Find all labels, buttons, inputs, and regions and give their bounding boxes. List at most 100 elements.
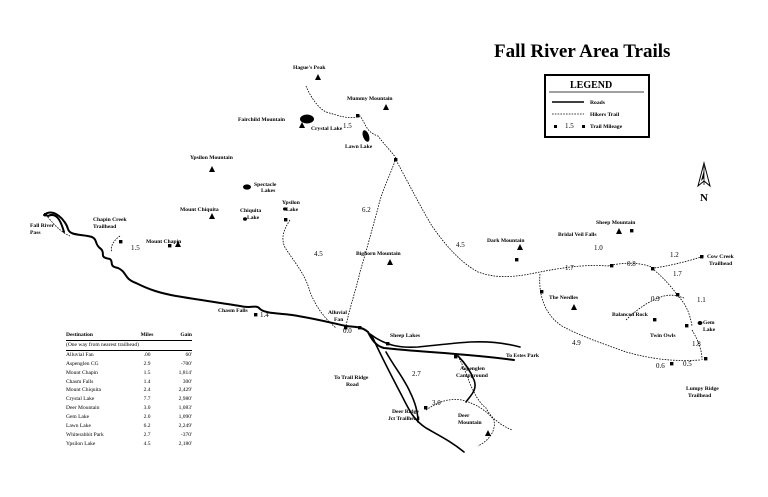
table-row: Mount Chiquita 2.4 2,429' [66, 386, 192, 395]
label-the-needles: The Needles [549, 295, 579, 301]
mileage-lumpy-b: 1.8 [692, 340, 701, 348]
label-ypsilon-mountain: Ypsilon Mountain [190, 155, 234, 161]
label-cow-creek-1: Cow Creek [707, 254, 735, 260]
cell-miles: 2.9 [143, 360, 151, 367]
mileage-gem: 1.1 [697, 296, 706, 304]
label-cow-creek-2: Trailhead [709, 261, 733, 267]
label-twin-owls: Twin Owls [650, 333, 676, 339]
cell-destination: Mount Chiquita [66, 387, 101, 394]
mount-chapin-icon [175, 241, 181, 247]
mileage-chapin: 1.5 [131, 244, 140, 252]
label-chiquita-lake-2: Lake [247, 215, 260, 221]
label-lumpy-ridge-1: Lumpy Ridge [686, 386, 719, 392]
mileage-crystal: 1.5 [343, 122, 352, 130]
mileage-needles-a: 1.7 [565, 264, 574, 272]
legend-mileage-sample: 1.5 [565, 122, 574, 130]
label-sheep-lakes: Sheep Lakes [390, 333, 421, 339]
cell-miles: 6.2 [143, 423, 151, 430]
label-to-trail-ridge-2: Road [346, 382, 360, 388]
hiking-trails [45, 85, 705, 447]
label-fall-river-pass-1: Fall River [30, 223, 55, 229]
label-spectacle-lakes-2: Lakes [261, 188, 276, 194]
label-alluvial-fan-2: Fan [334, 317, 344, 323]
legend-roads-label: Roads [590, 100, 606, 106]
label-to-trail-ridge-1: To Trail Ridge [334, 375, 369, 381]
cell-miles: 2.7 [143, 431, 151, 438]
cell-gain: 1,090' [178, 414, 192, 421]
map-title: Fall River Area Trails [494, 41, 670, 62]
chiquita-lake-icon [243, 217, 247, 221]
cell-gain: 2,180' [178, 440, 192, 447]
mount-chiquita-icon [209, 213, 215, 219]
label-deer-ridge-2: Jct Trailhead [388, 416, 421, 422]
cell-destination: Gem Lake [66, 414, 90, 421]
label-hagues-peak: Hague's Peak [293, 65, 326, 71]
cell-gain: 2,249' [178, 423, 192, 430]
cell-gain: 2,980' [178, 396, 192, 403]
cell-gain: 2,429' [178, 387, 192, 394]
hagues-peak-icon [315, 74, 321, 80]
cell-miles: 1.5 [143, 369, 151, 376]
mileage-lumpy-a: 4.9 [572, 339, 581, 347]
bighorn-mountain-icon [387, 259, 393, 265]
fairchild-mountain-icon [299, 122, 305, 128]
legend-trail-label: Hikers Trail [590, 112, 620, 118]
ypsilon-lake-icon [283, 207, 287, 211]
mileage-needles-b: 0.8 [627, 260, 636, 268]
label-lawn-lake: Lawn Lake [345, 144, 373, 150]
roads [43, 211, 521, 453]
label-gem-lake-2: Lake [703, 327, 716, 333]
legend: LEGEND Roads Hikers Trail 1.5 Trail Mile… [544, 74, 650, 138]
cell-gain: 1,083' [178, 405, 192, 412]
label-spectacle-lakes-1: Spectacle [254, 182, 277, 188]
destination-table: Destination Miles Gain (One way from nea… [66, 331, 192, 449]
dark-mountain-icon [517, 244, 523, 250]
cell-miles: 2.4 [143, 387, 151, 394]
mileage-deer: 3.0 [432, 399, 441, 407]
cell-destination: Mount Chapin [66, 369, 98, 376]
cell-miles: 3.0 [143, 405, 151, 412]
label-chasm-falls: Chasm Falls [218, 308, 249, 314]
ypsilon-mountain-icon [209, 166, 215, 172]
label-ypsilon-lake-2: Lake [286, 207, 299, 213]
cell-gain: 60' [185, 351, 193, 358]
mileage-bridal: 1.0 [594, 244, 603, 252]
legend-mileage-label: Trail Mileage [590, 124, 623, 130]
label-mummy-mountain: Mummy Mountain [347, 96, 393, 102]
cell-destination: Alluvial Fan [66, 351, 94, 358]
north-arrow-icon: N [697, 161, 711, 204]
label-mount-chiquita: Mount Chiquita [180, 207, 219, 213]
label-fairchild-mountain: Fairchild Mountain [238, 117, 286, 123]
cell-destination: Whiterabbit Park [66, 431, 104, 438]
cell-gain: 300' [182, 378, 192, 385]
label-chiquita-lake-1: Chiquita [240, 208, 261, 214]
label-deer-mountain-1: Deer [458, 413, 470, 419]
label-aspenglen-1: Aspenglen [460, 366, 486, 372]
mileage-lumpy-c: 0.6 [656, 362, 665, 370]
label-bridal-veil-falls: Bridal Veil Falls [558, 232, 597, 238]
the-needles-icon [571, 304, 577, 310]
lawn-lake-icon [362, 130, 370, 142]
label-fall-river-pass-2: Pass [30, 230, 41, 236]
label-crystal-lake: Crystal Lake [311, 126, 343, 132]
table-row: Lawn Lake 6.2 2,249' [66, 422, 192, 431]
mileage-balanced: 0.9 [651, 295, 660, 303]
cell-destination: Crystal Lake [66, 396, 95, 403]
cell-gain: -370' [180, 431, 192, 438]
table-note: (One way from nearest trailhead) [66, 341, 192, 351]
label-to-estes-park: To Estes Park [506, 353, 540, 359]
cell-gain: -700' [180, 360, 192, 367]
cell-destination: Lawn Lake [66, 423, 91, 430]
header-destination: Destination [66, 332, 93, 338]
label-deer-mountain-2: Mountain [458, 420, 483, 426]
cell-miles: 2.0 [143, 414, 151, 421]
label-dark-mountain: Dark Mountain [487, 238, 525, 244]
cell-destination: Deer Mountain [66, 405, 100, 412]
peaks [175, 74, 622, 436]
